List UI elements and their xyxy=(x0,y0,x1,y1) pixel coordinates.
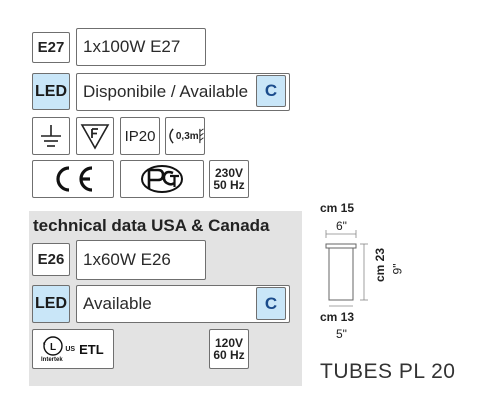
ce-mark-box xyxy=(32,160,114,198)
pct-mark-icon xyxy=(141,165,183,193)
bulb-spec-box: 1x100W E27 xyxy=(76,28,206,66)
height-in: 9" xyxy=(390,263,405,275)
usa-energy-class: C xyxy=(264,293,278,313)
usa-energy-class-badge: C xyxy=(256,287,286,320)
etl-mark-icon: L c xyxy=(43,336,64,356)
energy-class-badge: C xyxy=(256,75,286,107)
svg-text:c: c xyxy=(43,341,46,347)
height-cm: cm 23 xyxy=(373,247,388,283)
usa-bulb-spec: 1x60W E26 xyxy=(83,250,171,269)
frequency: 50 Hz xyxy=(213,178,245,192)
voltage: 230V xyxy=(214,166,244,180)
led-label: LED xyxy=(35,82,67,100)
usa-voltage-box: 120V 60 Hz xyxy=(209,329,249,369)
f-mark-icon xyxy=(76,117,114,155)
usa-bulb-spec-box: 1x60W E26 xyxy=(76,240,206,280)
etl-us: US xyxy=(65,345,76,353)
usa-led-availability-box: Available xyxy=(76,285,290,323)
usa-socket-code: E26 xyxy=(37,251,65,268)
energy-class: C xyxy=(264,81,278,100)
width-in: 6" xyxy=(336,219,347,233)
usa-frequency: 60 Hz xyxy=(213,348,245,362)
base-in: 5" xyxy=(336,327,347,341)
width-cm: cm 15 xyxy=(320,201,355,215)
voltage-box: 230V 50 Hz xyxy=(209,160,249,198)
socket-code: E27 xyxy=(37,39,65,56)
usa-canada-title: technical data USA & Canada xyxy=(33,216,270,235)
distance-label: 0,3m xyxy=(175,130,199,142)
bulb-spec: 1x100W E27 xyxy=(83,37,181,56)
ip-rating: IP20 xyxy=(124,127,156,145)
etl-mark-box: L c US ETL Intertek xyxy=(32,329,114,369)
base-cm: cm 13 xyxy=(320,310,355,324)
distance-box: 0,3m xyxy=(165,117,205,155)
ce-mark-icon xyxy=(56,166,93,192)
intertek-label: Intertek xyxy=(41,357,63,363)
led-availability-box: Disponibile / Available xyxy=(76,73,290,111)
lamp-dimension-drawing xyxy=(325,230,368,307)
socket-code-box: E27 xyxy=(32,32,70,63)
led-badge: LED xyxy=(32,73,70,110)
hatch-icon xyxy=(199,128,204,144)
led-availability: Disponibile / Available xyxy=(83,82,249,101)
usa-led-badge: LED xyxy=(32,285,70,323)
usa-led-availability: Available xyxy=(83,294,152,313)
usa-led-label: LED xyxy=(35,295,67,312)
ground-icon xyxy=(32,117,70,155)
usa-socket-code-box: E26 xyxy=(32,243,70,276)
ip-rating-box: IP20 xyxy=(120,117,160,155)
lamp-distance-icon xyxy=(169,128,174,144)
svg-text:L: L xyxy=(50,342,56,353)
pct-mark-box xyxy=(120,160,204,198)
etl-mark: ETL xyxy=(79,341,104,357)
model-name: TUBES PL 20 xyxy=(320,360,456,383)
usa-voltage: 120V xyxy=(214,336,244,350)
